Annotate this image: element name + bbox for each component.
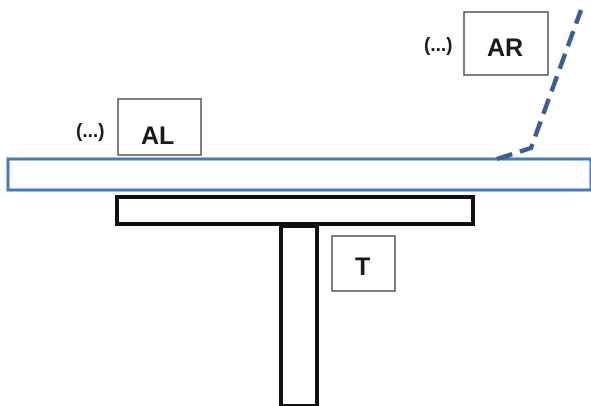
label-t-text: T [355,253,370,281]
label-al: (...) AL [76,98,202,156]
label-al-box [117,98,202,156]
label-ar: (...) AR [424,11,549,76]
label-ar-box [463,11,549,76]
label-t-box [331,235,396,292]
t-support-stem [279,224,319,406]
dashed-line [496,9,584,162]
label-ar-prefix: (...) [424,35,453,56]
beam [6,157,591,192]
t-support-flange [115,195,475,226]
label-t: T [331,235,396,292]
label-al-prefix: (...) [76,121,105,142]
label-al-text: AL [141,122,174,150]
label-ar-text: AR [487,34,523,62]
